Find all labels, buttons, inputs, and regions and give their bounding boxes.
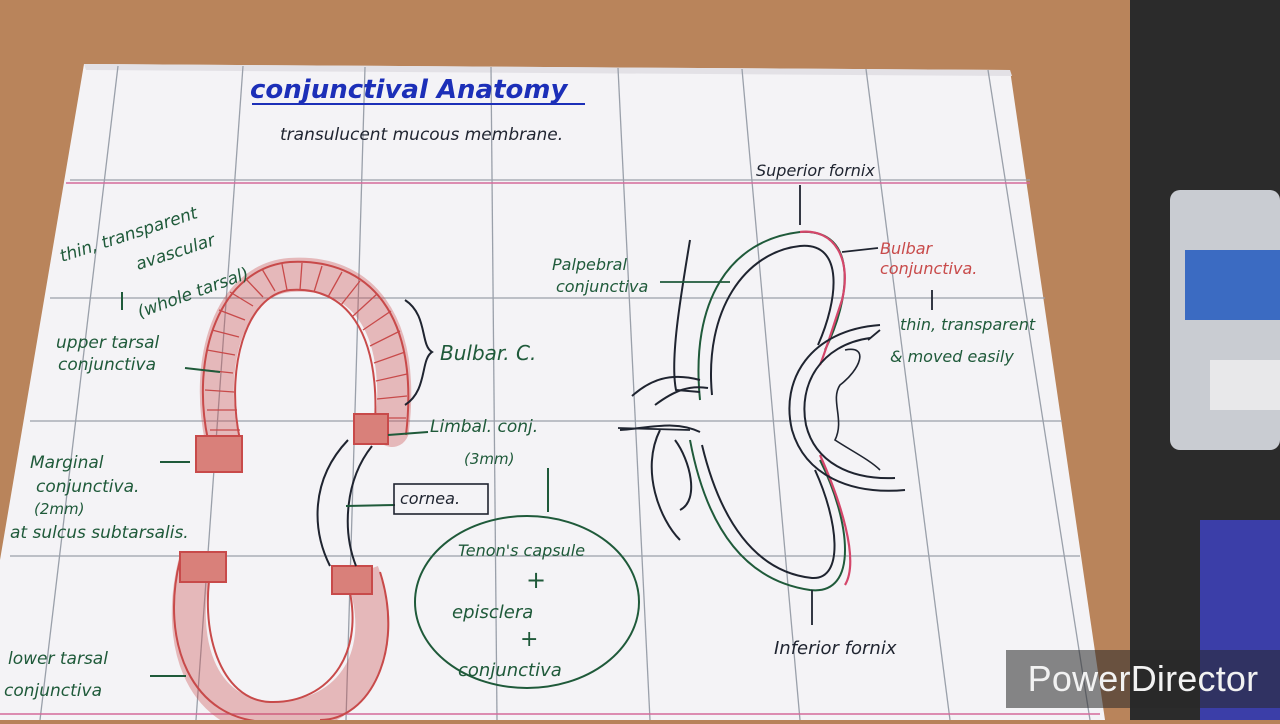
marginal-conjunctiva-block [196,436,242,472]
lower-marginal-block [180,552,226,582]
bulbar-conj-text-2: conjunctiva. [880,259,977,278]
plus-1-text: + [526,566,546,594]
marker-box-label [1185,250,1280,320]
page-title: conjunctival Anatomy [250,75,568,105]
superior-fornix-text: Superior fornix [756,161,875,180]
watermark-text: PowerDirector [1028,658,1259,700]
upper-tarsal-text-2: conjunctiva [58,355,156,375]
upper-tarsal-text-1: upper tarsal [56,333,160,353]
palpebral-text-2: conjunctiva [556,277,648,296]
conjunctiva-bottom-text: conjunctiva [458,660,562,681]
marginal-text-4: at sulcus subtarsalis. [10,523,189,543]
episclera-text: episclera [452,602,533,623]
bulbar-conj-text-1: Bulbar [880,239,934,258]
marginal-text-1: Marginal [30,453,104,473]
palpebral-text-1: Palpebral [552,255,627,274]
plus-2-text: + [520,627,538,652]
powerdirector-watermark: PowerDirector [1006,650,1280,708]
lower-limbal-block [332,566,372,594]
lower-tarsal-text-2: conjunctiva [4,681,102,701]
bulbar-c-text: Bulbar. C. [440,341,536,365]
moved-easily-text: & moved easily [890,347,1014,366]
tenons-text: Tenon's capsule [458,541,585,560]
marker-box-print [1210,360,1280,410]
limbal-text-1: Limbal. conj. [430,417,538,437]
limbal-text-2: (3mm) [464,450,514,468]
paper-sheet [0,64,1105,720]
cornea-text: cornea. [400,489,460,508]
subtitle-text: transulucent mucous membrane. [280,125,563,145]
lower-tarsal-text-1: lower tarsal [8,649,108,669]
limbal-block [354,414,388,444]
marginal-text-3: (2mm) [34,500,84,518]
marginal-text-2: conjunctiva. [36,477,139,497]
inferior-fornix-text: Inferior fornix [774,638,897,659]
thin-transparent-2-text: thin, transparent [900,315,1036,334]
